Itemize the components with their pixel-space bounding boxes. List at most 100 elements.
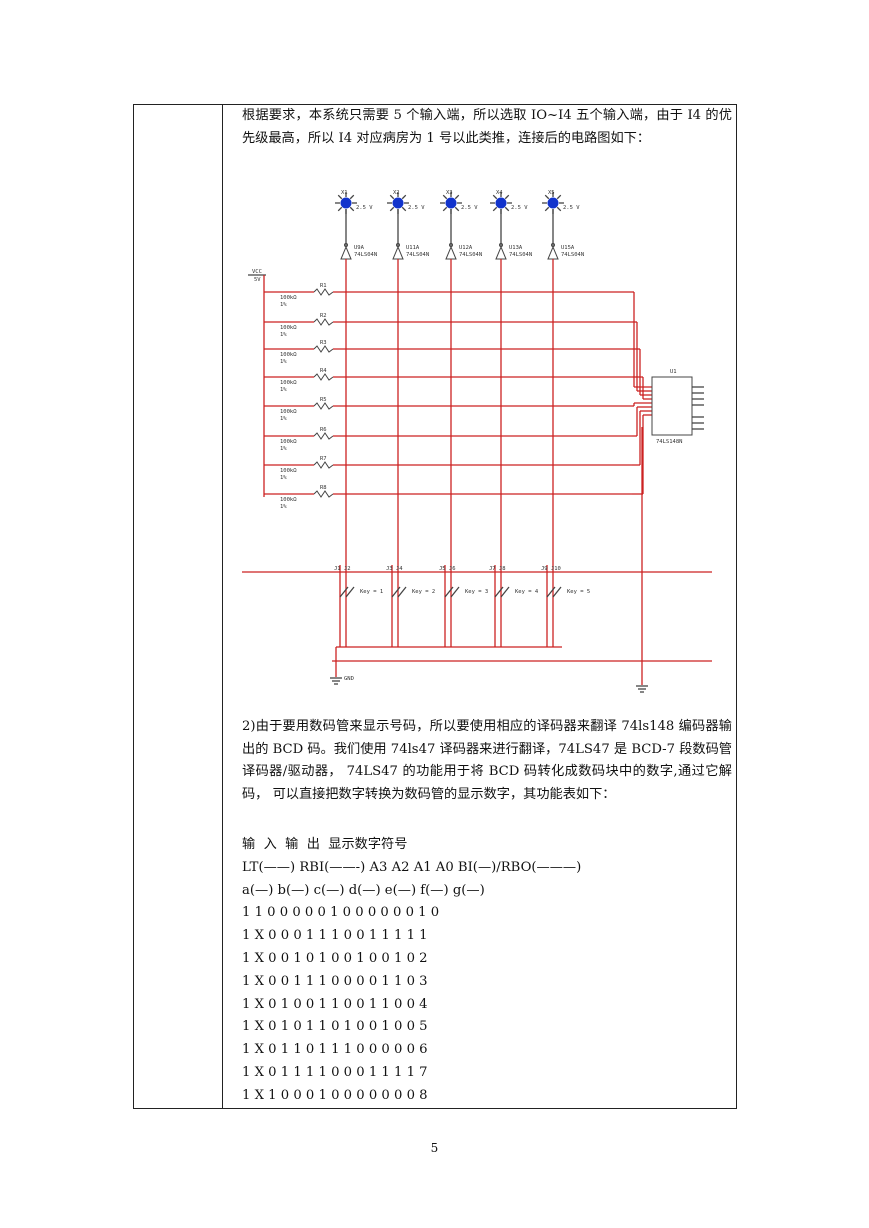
decoder-paragraph: 2)由于要用数码管来显示号码，所以要使用相应的译码器来翻译 74ls148 编码… [242, 719, 732, 802]
switch-key: Key = 5 [567, 589, 590, 595]
switch-blade [500, 586, 510, 598]
led-ray [454, 194, 460, 200]
resistor-icon [313, 373, 334, 381]
resistor-ref: R1 [320, 283, 327, 289]
inverter-part: 74LS04N [561, 252, 584, 258]
inverter-part: 74LS04N [459, 252, 482, 258]
inverter-bubble [551, 243, 555, 247]
resistor-icon [313, 402, 334, 410]
switch-key: Key = 3 [465, 589, 488, 595]
inverter-icon [445, 245, 457, 260]
led-ray [556, 194, 562, 200]
switch-blade [552, 586, 562, 598]
resistor-pct: 1% [280, 387, 287, 393]
led-ray [454, 206, 460, 212]
led-icon [547, 197, 559, 209]
ground-label: GND [344, 676, 354, 682]
led-label: X1 [341, 190, 348, 196]
inverter-icon [340, 245, 352, 260]
switch-key: Key = 1 [360, 589, 383, 595]
led-ray [442, 194, 448, 200]
resistor-icon [313, 490, 334, 498]
switch-blade [494, 586, 504, 598]
resistor-value: 100kΩ [280, 409, 297, 415]
led-voltage: 2.5 V [461, 205, 478, 211]
led-icon [495, 197, 507, 209]
led-ray [337, 194, 343, 200]
switch-label: J7 J8 [489, 566, 506, 572]
resistor-value: 100kΩ [280, 325, 297, 331]
inverter-ref: U11A [406, 245, 420, 251]
inverter-icon [495, 245, 507, 260]
led-icon [392, 197, 404, 209]
resistor-icon [313, 345, 334, 353]
table-line: a(—) b(—) c(—) d(—) e(—) f(—) g(—) [242, 882, 485, 898]
table-line: 1 X 0 1 1 0 1 1 1 0 0 0 0 0 6 [242, 1042, 428, 1058]
inverter-part: 74LS04N [354, 252, 377, 258]
switch-key: Key = 2 [412, 589, 435, 595]
switch-blade [339, 586, 349, 598]
led-ray [389, 206, 395, 212]
table-line: 1 X 0 0 1 0 1 0 0 1 0 0 1 0 2 [242, 950, 428, 966]
resistor-value: 100kΩ [280, 468, 297, 474]
led-label: X5 [548, 190, 555, 196]
resistor-pct: 1% [280, 416, 287, 422]
inverter-bubble [344, 243, 348, 247]
resistor-value: 100kΩ [280, 295, 297, 301]
led-label: X3 [446, 190, 453, 196]
switch-key: Key = 4 [515, 589, 539, 595]
led-label: X2 [393, 190, 400, 196]
table-line: 1 X 0 0 0 1 1 1 0 0 1 1 1 1 1 [242, 928, 428, 944]
table-line: LT(——) RBI(——-) A3 A2 A1 A0 BI(—)/RBO(——… [242, 859, 582, 875]
resistor-ref: R2 [320, 313, 327, 319]
table-line: 1 X 0 1 0 1 1 0 1 0 0 1 0 0 5 [242, 1019, 428, 1035]
led-ray [556, 206, 562, 212]
resistor-pct: 1% [280, 302, 287, 308]
switch-blade [397, 586, 407, 598]
led-ray [349, 206, 355, 212]
led-ray [349, 194, 355, 200]
switch-blade [546, 586, 556, 598]
resistor-value: 100kΩ [280, 497, 297, 503]
switch-label: J9 J10 [541, 566, 561, 572]
inverter-part: 74LS04N [406, 252, 429, 258]
resistor-pct: 1% [280, 504, 287, 510]
table-line: 1 X 0 1 0 0 1 1 0 0 1 1 0 0 4 [242, 996, 428, 1012]
resistor-value: 100kΩ [280, 439, 297, 445]
table-line: 输 入 输 出 显示数字符号 [242, 837, 408, 852]
resistor-icon [313, 288, 334, 296]
led-ray [492, 194, 498, 200]
resistor-ref: R7 [320, 456, 327, 462]
encoder-part: 74LS148N [656, 439, 683, 445]
resistor-pct: 1% [280, 359, 287, 365]
vcc-voltage: 5V [254, 277, 261, 283]
encoder-ref: U1 [670, 369, 677, 375]
switch-label: J5 J6 [439, 566, 456, 572]
resistor-ref: R6 [320, 427, 327, 433]
switch-label: J1 J2 [334, 566, 351, 572]
led-ray [401, 194, 407, 200]
table-line: 1 X 0 1 1 1 1 0 0 0 1 1 1 1 7 [242, 1064, 428, 1080]
switch-blade [391, 586, 401, 598]
led-label: X4 [496, 190, 503, 196]
resistor-icon [313, 432, 334, 440]
inverter-icon [392, 245, 404, 260]
led-ray [337, 206, 343, 212]
inverter-icon [547, 245, 559, 260]
table-column-divider [222, 105, 223, 1108]
table-line: 1 X 0 0 1 1 1 0 0 0 0 1 1 0 3 [242, 973, 428, 989]
resistor-icon [313, 461, 334, 469]
switch-blade [444, 586, 454, 598]
resistor-pct: 1% [280, 475, 287, 481]
table-line: 1 1 0 0 0 0 0 1 0 0 0 0 0 0 1 0 [242, 905, 440, 921]
resistor-icon [313, 318, 334, 326]
resistor-ref: R5 [320, 397, 327, 403]
inverter-bubble [396, 243, 400, 247]
circuit-wires [242, 192, 712, 693]
inverter-bubble [449, 243, 453, 247]
switch-label: J3 J4 [386, 566, 403, 572]
led-ray [544, 206, 550, 212]
vcc-label: VCC [252, 269, 262, 275]
resistor-ref: R3 [320, 340, 327, 346]
